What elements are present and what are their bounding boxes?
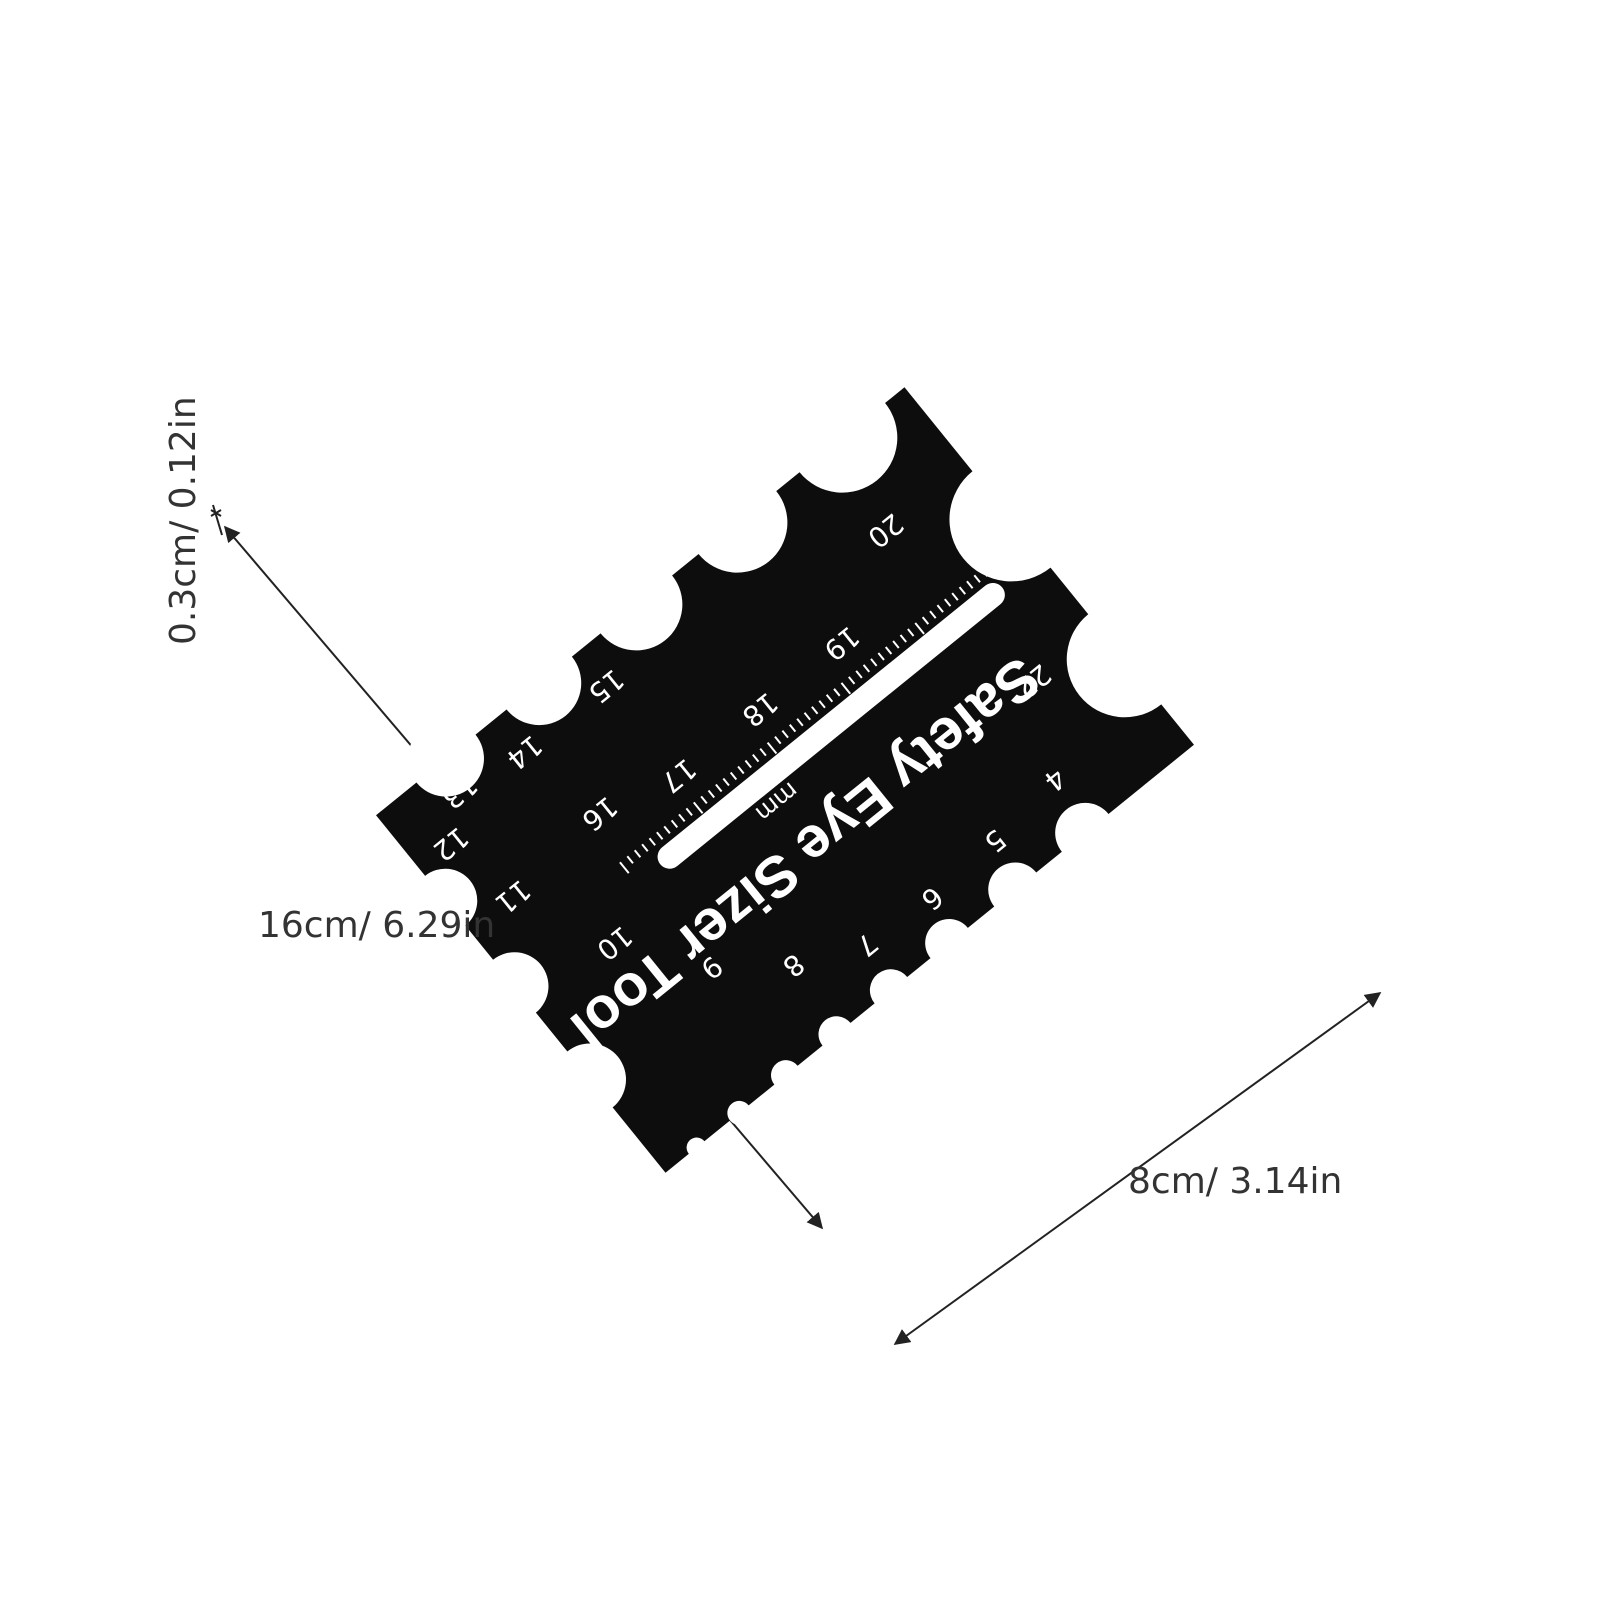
scale-tick [774,736,782,745]
scale-tick [744,759,752,769]
scale-tick [958,586,966,595]
scale-tick [656,831,664,840]
scale-tick [692,801,704,814]
side-notches [413,457,1183,1116]
scale-tick [700,795,708,805]
thickness-dimension-line [212,504,223,536]
scale-tick [877,652,885,661]
scale-tick [788,724,797,733]
scale-tick [678,813,686,822]
scale-tick [833,688,841,697]
scale-tick [796,718,804,727]
scale-tick [921,616,930,625]
scale-tick [862,664,871,673]
scale-tick [929,610,937,619]
length-dimension-label: 16cm/ 6.29in [258,905,495,946]
scale-tick [633,849,642,858]
scale-tick [715,783,723,793]
scale-ticks [619,562,999,874]
scale-tick [766,741,778,755]
scale-tick [729,771,738,781]
scale-tick [973,574,981,583]
scale-tick [685,807,693,817]
measuring-slot [657,582,1005,869]
scale-tick [722,777,730,787]
width-dimension-line [893,992,1382,1345]
width-dimension-label: 8cm/ 3.14in [1128,1161,1342,1202]
thickness-dimension-label: 0.3cm/ 0.12in [163,396,204,645]
scale-tick [951,592,959,601]
scale-tick [884,646,893,655]
scale-tick [892,640,900,649]
scale-tick [907,628,915,637]
scale-tick [899,634,907,643]
scale-tick [619,861,630,874]
scale-tick [803,712,811,721]
scale-tick [663,825,671,834]
scale-tick [944,598,952,607]
scale-tick [848,676,856,685]
scale-tick [626,855,634,864]
scale-tick [855,670,863,679]
scale-tick [966,580,974,589]
scale-tick [988,562,999,575]
bottom-notches [686,802,1116,1158]
top-notches [407,382,898,797]
scale-tick [936,604,944,613]
scale-tick [980,568,989,577]
scale-tick [818,700,826,709]
scale-tick [914,622,925,635]
scale-tick [840,682,852,695]
eye-sizer-tool: 16 17 18 19 20 21 mm Safety Eye Sizer To… [376,382,1194,1173]
scale-tick [759,747,767,757]
scale-tick [811,706,819,715]
scale-tick [707,789,715,799]
scale-tick [670,819,679,828]
scale-tick [870,658,878,667]
scale-tick [641,843,649,852]
scale-tick [752,753,760,763]
scale-tick [648,837,656,846]
scale-tick [737,765,745,775]
thickness-arrow-icon [210,509,222,517]
scale-tick [781,730,789,739]
scale-tick [825,694,834,703]
